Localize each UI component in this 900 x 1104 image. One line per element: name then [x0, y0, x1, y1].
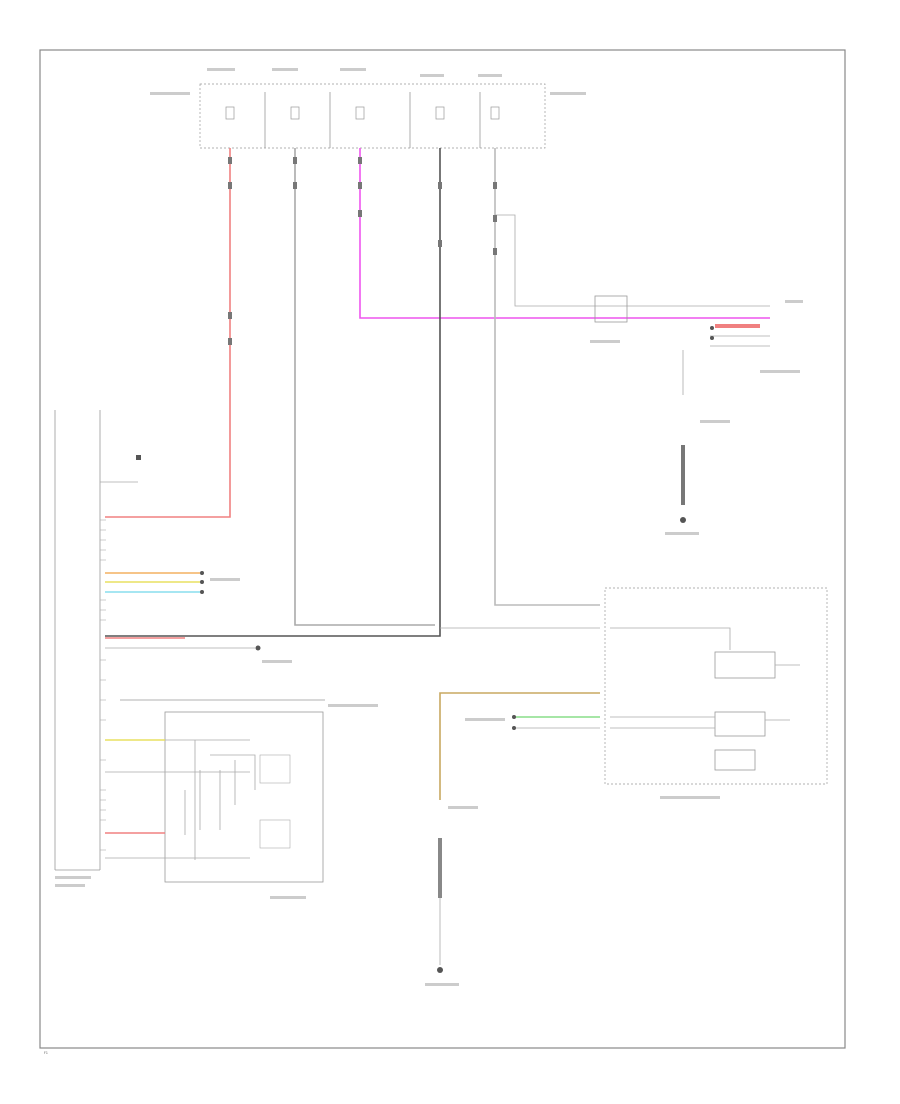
- top-block-outline: [199, 83, 546, 149]
- wire-thin-right: [495, 214, 770, 307]
- label-mark: [425, 983, 459, 986]
- fuse-icon: [490, 106, 500, 120]
- label-mark: [550, 92, 586, 95]
- ground-icon: [680, 517, 686, 523]
- fuse-icon: [435, 106, 445, 120]
- module-relay-box: [714, 651, 776, 679]
- label-mark: [210, 578, 240, 581]
- label-mark: [262, 660, 292, 663]
- wire-ground-bar: [681, 445, 685, 505]
- terminal-icon: [512, 715, 516, 719]
- terminal-icon: [255, 645, 261, 651]
- label-mark: [55, 876, 91, 879]
- label-mark: [340, 68, 366, 71]
- terminal-icon: [710, 336, 714, 340]
- top-fuse-block: [150, 68, 586, 149]
- fuse-icon: [355, 106, 365, 120]
- page-number: F1: [44, 1051, 48, 1055]
- wire-red: [105, 148, 231, 518]
- label-mark: [328, 704, 378, 707]
- label-mark: [700, 420, 730, 423]
- label-mark: [55, 884, 85, 887]
- label-mark: [420, 74, 444, 77]
- label-mark: [785, 300, 803, 303]
- label-mark: [448, 806, 478, 809]
- terminal-icon: [512, 726, 516, 730]
- terminal-icon: [200, 590, 204, 594]
- label-mark: [150, 92, 190, 95]
- left-module: [54, 410, 141, 887]
- wire-gray: [294, 148, 435, 626]
- ground-icon: [437, 967, 443, 973]
- terminal-icon: [200, 580, 204, 584]
- label-mark: [590, 340, 620, 343]
- pin-ticks: [100, 519, 106, 851]
- ground-icon: [136, 455, 141, 460]
- label-mark: [760, 370, 800, 373]
- right-upper-connector: [590, 295, 803, 535]
- control-module: [425, 587, 828, 986]
- terminal-icon: [710, 326, 714, 330]
- module-circuit-box: [714, 711, 766, 737]
- label-mark: [270, 896, 306, 899]
- sensor-element: [259, 819, 291, 849]
- label-mark: [465, 718, 505, 721]
- fuse-icon: [225, 106, 235, 120]
- diagram-frame: [39, 49, 846, 1049]
- torque-sensor-box: [164, 711, 324, 883]
- label-mark: [272, 68, 298, 71]
- sensor-internal-wiring: [165, 739, 256, 860]
- module-element-box: [714, 749, 756, 771]
- label-mark: [207, 68, 235, 71]
- wire-olive: [439, 692, 600, 800]
- wire-red-stub: [715, 324, 760, 328]
- wire-ground-bar: [438, 838, 442, 898]
- module-internal-wiring: [610, 627, 800, 729]
- wire-dark: [105, 148, 441, 637]
- wire-gray-right: [494, 148, 600, 606]
- control-module-outline: [604, 587, 828, 785]
- terminal-icon: [200, 571, 204, 575]
- wire-connectors: [228, 157, 497, 345]
- label-mark: [478, 74, 502, 77]
- wire-magenta: [359, 148, 770, 319]
- label-mark: [665, 532, 699, 535]
- label-mark: [660, 796, 720, 799]
- sensor-element: [259, 754, 291, 784]
- junction-connector: [594, 295, 628, 323]
- torque-sensor-block: [105, 699, 378, 899]
- fuse-icon: [290, 106, 300, 120]
